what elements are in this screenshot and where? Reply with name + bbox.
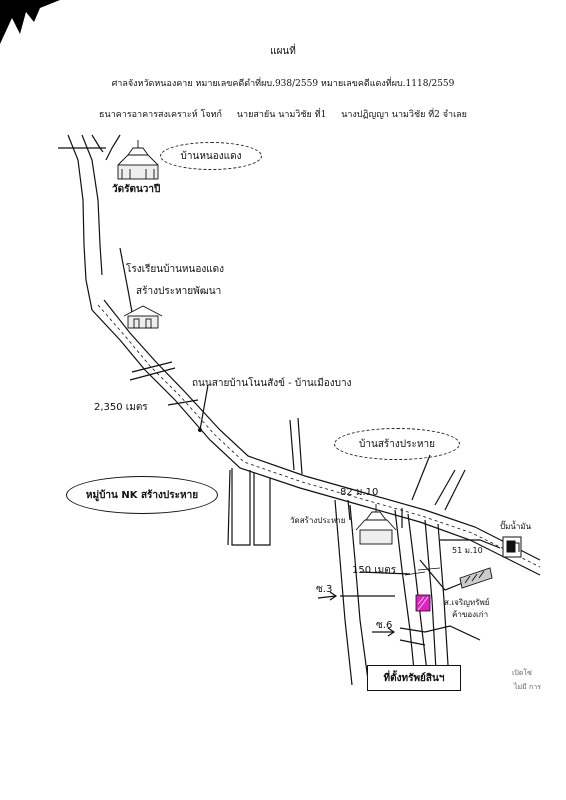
bleed-text-line2: ไม่มี การ [514,683,541,691]
property-location-label: ที่ตั้งทรัพย์สินฯ [383,672,445,684]
south-road-2 [349,504,369,681]
north-road-2 [297,417,303,475]
north-road-east-3 [434,469,456,506]
moo-nk-road-left [227,469,231,546]
shop-icon [459,567,493,589]
soi-main-1 [394,509,416,681]
bleed-text-line1: เปิดโซ่ [512,669,532,677]
moo-nk-block-left [231,468,251,546]
leader-road-name [199,384,209,431]
defendant2-text: นางปฏิญญา นามวิชัย ที่2 จำเลย [341,110,467,120]
house-82-label: 82 ม.10 [340,487,379,498]
road-top-left-branch [67,134,93,311]
scan-corner-mark [0,0,60,44]
south-road-1 [334,499,353,686]
distance-2350-label: 2,350 เมตร [94,402,148,413]
soi6-road-b [399,639,426,646]
gas-station-label: ปั๊มน้ำมัน [500,522,532,531]
road-top-left-branch-inner [81,134,103,276]
main-road-east [103,299,541,561]
page-title: แผนที่ [270,46,296,57]
village-nongdaeng-label: บ้านหนองแดง [180,150,242,162]
main-road-west [91,309,541,576]
soi3-label: ซ.3 [316,584,333,595]
soi-right-2 [437,523,449,666]
north-road-east-1 [411,454,431,501]
north-road-east-2 [444,469,466,511]
main-road-centre [97,304,541,568]
house-51-label: 51 ม.10 [452,546,483,555]
arrow-up-sangprahai [347,499,351,521]
court-case-line: ศาลจังหวัดหนองคาย หมายเลขคดีดำที่ผบ.938/… [111,79,455,89]
north-road-1 [289,419,295,471]
road-top-right-branch [91,134,104,153]
village-sangprahai-label: บ้านสร้างประหาย [359,438,435,450]
arrow-soi6 [372,627,396,637]
road-name-label: ถนนสายบ้านโนนสังข์ - บ้านเมืองบาง [192,378,352,389]
plaintiff-text: ธนาคารอาคารสงเคราะห์ โจทก์ [99,110,223,120]
village-sangprahai-oval: บ้านสร้างประหาย [334,428,460,460]
distance-150-label: 150 เมตร [352,565,397,576]
road-tick-1 [129,367,176,381]
soi6-label: ซ.6 [376,620,393,631]
road-to-school [119,247,133,313]
temple-sangprahai-label: วัดสร้างประหาย [290,516,346,525]
road-to-51 [440,539,501,549]
moo-nk-label: หมู่บ้าน NK สร้างประหาย [85,489,199,501]
school-name-line1: โรงเรียนบ้านหนองแดง [126,264,225,275]
shop-name-line1: ส.เจริญทรัพย์ [444,598,490,607]
soi6-road [399,625,481,641]
temple-rattanawapi-label: วัดรัตนวาปี [112,184,161,195]
defendant1-text: นายสายัน นามวิชัย ที่1 [236,110,327,120]
road-top-right-branch-2 [105,134,121,161]
village-nongdaeng-oval: บ้านหนองแดง [160,142,262,170]
school-point [198,428,202,432]
temple-icon-rattanawapi [117,140,159,180]
moo-nk-oval: หมู่บ้าน NK สร้างประหาย [66,476,218,514]
shop-name-line2: ค้าของเก่า [452,610,489,619]
road-150m [359,571,411,575]
school-icon [123,305,163,329]
arrow-2350 [167,399,199,406]
soi-right-1 [424,519,437,671]
arrow-soi3 [317,591,338,601]
property-location-box: ที่ตั้งทรัพย์สินฯ [367,665,461,691]
moo-nk-block-mid [253,472,271,546]
school-name-line2: สร้างประหายพัฒนา [136,286,222,297]
temple-icon-sangprahai [355,504,397,545]
parties-line: ธนาคารอาคารสงเคราะห์ โจทก์ นายสายัน นามว… [0,107,566,121]
road-tick-2 [131,361,173,373]
gas-pump-icon [502,536,522,558]
